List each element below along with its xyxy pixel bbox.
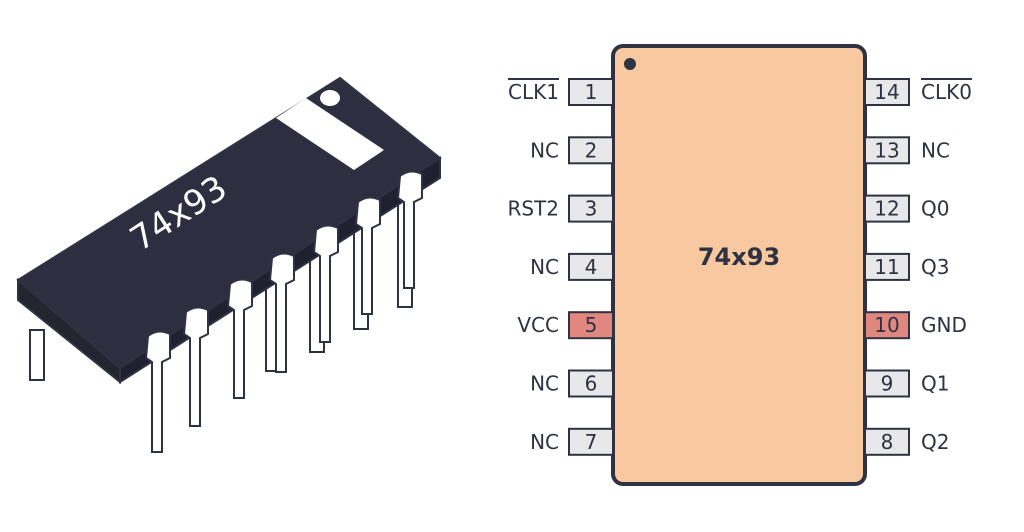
pin-1-box [568, 78, 614, 106]
pin-12-box [864, 194, 910, 223]
pin-11: 11 Q3 [864, 252, 949, 281]
pin-6-box [568, 369, 614, 398]
pin-13-box [864, 136, 910, 165]
pin-14-label: CLK0 [921, 80, 972, 104]
pin-10-box [864, 311, 910, 340]
package-dot [320, 90, 340, 106]
pin-4: 4 NC [530, 252, 614, 281]
pin-8-box [864, 427, 910, 456]
pin-3: 3 RST2 [507, 194, 614, 223]
pin-4-number: 4 [585, 255, 598, 279]
pin-9: 9 Q1 [864, 369, 949, 398]
pin-10: 10 GND [864, 311, 967, 340]
pin-6-label: NC [530, 372, 559, 396]
pin-7: 7 NC [530, 427, 614, 456]
pin-13: 13 NC [864, 136, 950, 165]
chip-name: 74x93 [698, 243, 780, 271]
pin-10-label: GND [921, 313, 967, 337]
pin-1-label: CLK1 [508, 80, 559, 104]
pin-8: 8 Q2 [864, 427, 949, 456]
pin-8-number: 8 [881, 430, 894, 454]
pin-14-number: 14 [874, 80, 899, 104]
pin-12-number: 12 [874, 197, 899, 221]
pin-6-number: 6 [585, 372, 598, 396]
package-stripe [276, 98, 384, 170]
pin-4-box [568, 252, 614, 281]
pin-5-label: VCC [517, 313, 559, 337]
pin-6: 6 NC [530, 369, 614, 398]
pin-3-box [568, 194, 614, 223]
pin-11-box [864, 252, 910, 281]
pin-7-number: 7 [585, 430, 598, 454]
pin-1: 1 CLK1 [508, 78, 614, 106]
pin-12: 12 Q0 [864, 194, 949, 223]
pin-13-label: NC [921, 138, 950, 162]
pin-9-box [864, 369, 910, 398]
pin-12-label: Q0 [921, 197, 949, 221]
pin-14-box [864, 78, 910, 106]
pin-11-label: Q3 [921, 255, 949, 279]
pin-7-label: NC [530, 430, 559, 454]
pin-8-label: Q2 [921, 430, 949, 454]
front-legs [144, 170, 423, 453]
pin-4-label: NC [530, 255, 559, 279]
pin-14: 14 CLK0 [864, 78, 972, 106]
pin-11-number: 11 [874, 255, 899, 279]
pin-3-number: 3 [585, 197, 598, 221]
pin-2-number: 2 [585, 138, 598, 162]
pin-5-box [568, 311, 614, 340]
pin-5: 5 VCC [517, 311, 614, 340]
pin-2-box [568, 136, 614, 165]
pin-13-number: 13 [874, 138, 899, 162]
pin-10-number: 10 [874, 313, 899, 337]
pin-9-number: 9 [881, 372, 894, 396]
pin-9-label: Q1 [921, 372, 949, 396]
pin-1-number: 1 [585, 80, 598, 104]
pins-right: 14 CLK0 13 NC 12 Q0 11 Q3 10 GND 9 Q1 8 Q2 [864, 78, 972, 456]
pin-2-label: NC [530, 138, 559, 162]
dip-package-illustration: 74x93 [16, 76, 442, 453]
pin-5-number: 5 [585, 313, 598, 337]
pin-2: 2 NC [530, 136, 614, 165]
pin-7-box [568, 427, 614, 456]
pin-3-label: RST2 [507, 197, 559, 221]
pin1-indicator-dot [624, 58, 636, 70]
